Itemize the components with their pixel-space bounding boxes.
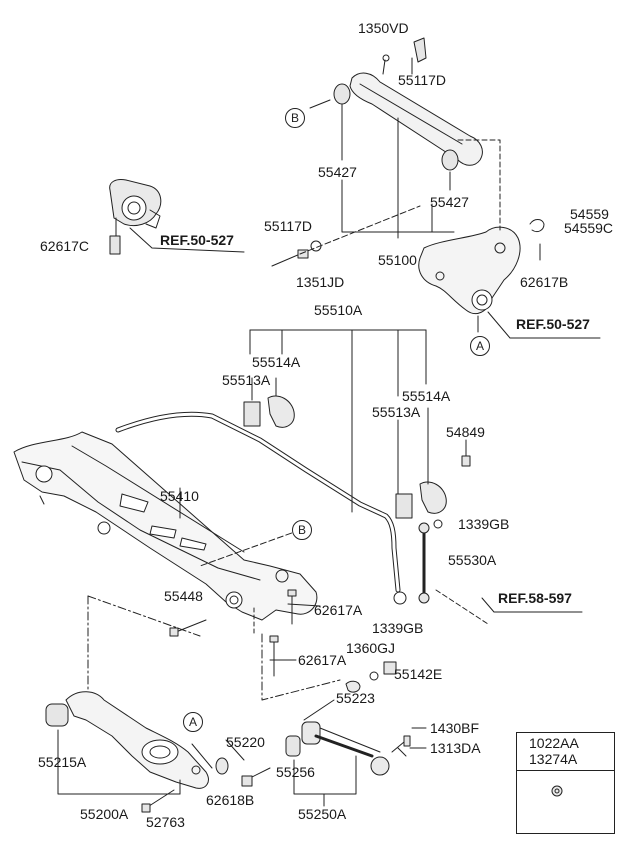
label-54559c: 54559C — [564, 220, 614, 236]
label-54559: 54559 — [570, 206, 609, 222]
label-55250a: 55250A — [298, 806, 347, 822]
label-55514a-left: 55514A — [252, 354, 301, 370]
label-55448: 55448 — [164, 588, 203, 604]
upper-arm-drawing — [333, 37, 483, 171]
label-55117d-mid: 55117D — [264, 218, 313, 234]
label-1313da: 1313DA — [430, 740, 481, 756]
label-62617c: 62617C — [40, 238, 90, 254]
label-1430bf: 1430BF — [430, 720, 480, 736]
label-55220: 55220 — [226, 734, 265, 750]
ref-label-bottom-right[interactable]: REF.58-597 — [498, 590, 572, 606]
label-55510a: 55510A — [314, 302, 363, 318]
legend-header: 1022AA 13274A — [517, 733, 614, 771]
label-62617b: 62617B — [520, 274, 569, 290]
label-55117d-top: 55117D — [398, 72, 447, 88]
label-55200a: 55200A — [80, 806, 129, 822]
crossmember-drawing — [13, 431, 318, 621]
knuckle-drawing — [418, 219, 545, 314]
label-55256: 55256 — [276, 764, 315, 780]
ref-label-mid-right[interactable]: REF.50-527 — [516, 316, 590, 332]
label-54849: 54849 — [446, 424, 485, 440]
label-1339gb-bottom: 1339GB — [372, 620, 424, 636]
label-55142e: 55142E — [394, 666, 443, 682]
label-1351jd: 1351JD — [296, 274, 345, 290]
callout-a-bottom: A — [183, 712, 203, 732]
label-52763: 52763 — [146, 814, 185, 830]
label-1339gb-top: 1339GB — [458, 516, 510, 532]
callout-a-right: A — [470, 336, 490, 356]
label-55410: 55410 — [160, 488, 199, 504]
label-55100: 55100 — [378, 252, 417, 268]
label-55223: 55223 — [336, 690, 375, 706]
legend-line-1: 1022AA — [529, 735, 579, 751]
label-62617a-1: 62617A — [314, 602, 363, 618]
callout-b-mid: B — [292, 520, 312, 540]
label-55530a: 55530A — [448, 552, 497, 568]
lateral-link-drawing — [285, 721, 411, 776]
label-55513a-left: 55513A — [222, 372, 271, 388]
stabilizer-bar-drawing — [115, 395, 447, 593]
callout-b-top: B — [285, 108, 305, 128]
label-55513a-right: 55513A — [372, 404, 421, 420]
label-1350vd: 1350VD — [358, 20, 409, 36]
bushing-drawing — [109, 179, 162, 255]
legend-box: 1022AA 13274A — [516, 732, 615, 834]
label-55427-left: 55427 — [318, 164, 357, 180]
label-55514a-right: 55514A — [402, 388, 451, 404]
legend-line-2: 13274A — [529, 751, 578, 767]
label-1360gj: 1360GJ — [346, 640, 396, 656]
ref-label-top-left[interactable]: REF.50-527 — [160, 232, 234, 248]
label-62617a-2: 62617A — [298, 652, 347, 668]
label-55427-right: 55427 — [430, 194, 469, 210]
lower-arm-drawing — [45, 691, 209, 789]
label-55215a: 55215A — [38, 754, 87, 770]
label-62618b: 62618B — [206, 792, 255, 808]
